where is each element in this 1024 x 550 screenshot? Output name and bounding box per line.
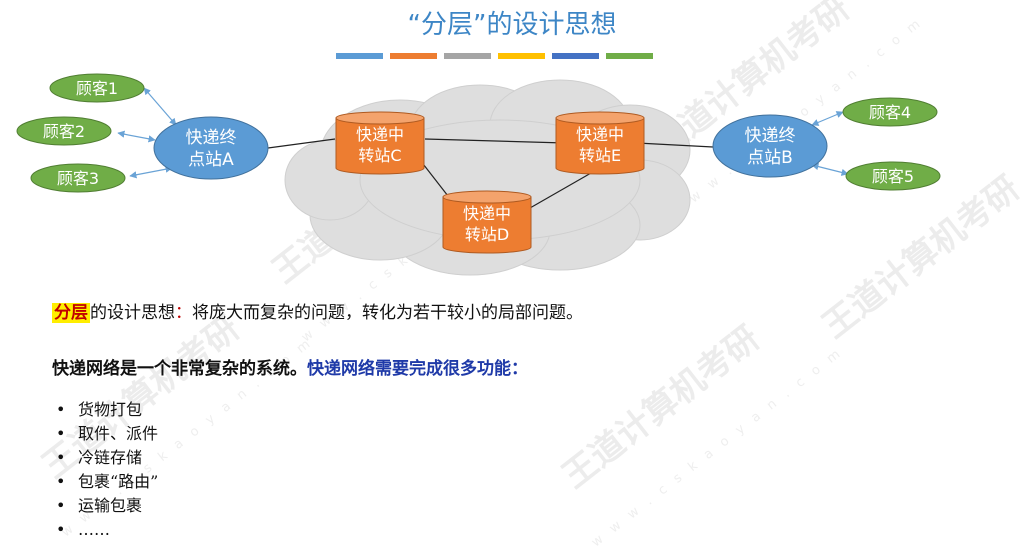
- customer-label: 顾客3: [57, 169, 99, 188]
- function-item: • 运输包裹: [56, 494, 158, 518]
- network-link: [424, 138, 566, 144]
- customer-node: 顾客1: [49, 73, 145, 103]
- customer-node: 顾客5: [845, 161, 941, 191]
- bullet-icon: •: [56, 496, 66, 515]
- endpoint-label: 点站B: [747, 148, 793, 168]
- customer-link-arrow: [117, 130, 156, 143]
- divider-segment: [390, 53, 437, 59]
- hub-label: 快递中: [463, 204, 511, 223]
- function-label: 包裹“路由”: [78, 472, 159, 491]
- function-item: • 冷链存储: [56, 446, 158, 470]
- slide-title: “分层”的设计思想: [407, 10, 617, 40]
- function-item: • 货物打包: [56, 398, 158, 422]
- customer-link-arrow: [811, 163, 849, 176]
- hub-label: 转站C: [358, 146, 401, 165]
- bullet-icon: •: [56, 520, 66, 539]
- network-complexity-line: 快递网络是一个非常复杂的系统。快递网络需要完成很多功能：: [52, 354, 528, 379]
- function-item: • ……: [56, 518, 158, 542]
- customer-node: 顾客2: [16, 116, 112, 146]
- bullet-icon: •: [56, 424, 66, 443]
- complexity-statement: 快递网络是一个非常复杂的系统。: [52, 359, 307, 379]
- bullet-icon: •: [56, 472, 66, 491]
- divider-segment: [552, 53, 599, 59]
- function-label: 运输包裹: [78, 496, 143, 515]
- function-label: 取件、派件: [78, 424, 159, 443]
- hub-label: 快递中: [576, 125, 624, 144]
- customer-label: 顾客2: [43, 122, 85, 141]
- layering-definition: 分层的设计思想：将庞大而复杂的问题，转化为若干较小的局部问题。: [52, 298, 583, 323]
- endpoint-label: 快递终: [745, 126, 796, 146]
- function-item: • 包裹“路由”: [56, 470, 158, 494]
- highlight-term: 分层: [52, 303, 90, 323]
- intro-text: 的设计思想: [90, 303, 175, 323]
- intro-rest: 将庞大而复杂的问题，转化为若干较小的局部问题。: [192, 303, 583, 323]
- endpoint-label: 快递终: [186, 128, 237, 148]
- customer-link-arrow: [143, 87, 177, 126]
- bullet-icon: •: [56, 448, 66, 467]
- customer-node: 顾客4: [842, 97, 938, 127]
- intro-colon: ：: [175, 303, 192, 323]
- customer-link-arrow: [811, 111, 844, 126]
- network-diagram: 顾客1顾客2顾客3顾客4顾客5快递终点站A快递终点站B快递中转站C快递中转站D快…: [16, 73, 941, 276]
- function-list: • 货物打包 • 取件、派件 • 冷链存储 • 包裹“路由” • 运输包裹 • ……: [56, 398, 158, 542]
- customer-node: 顾客3: [30, 163, 126, 193]
- customer-label: 顾客1: [76, 79, 118, 98]
- watermark-url: w w w . c s k a o y a n . c o m: [588, 344, 847, 550]
- divider-segment: [606, 53, 653, 59]
- divider-segment: [336, 53, 383, 59]
- hub-label: 转站E: [579, 146, 621, 165]
- function-label: ……: [78, 520, 110, 539]
- function-item: • 取件、派件: [56, 422, 158, 446]
- function-label: 货物打包: [78, 400, 143, 419]
- customer-label: 顾客5: [872, 167, 914, 186]
- customer-link-arrow: [129, 165, 173, 179]
- hub-label: 转站D: [465, 225, 509, 244]
- divider-segment: [444, 53, 491, 59]
- function-label: 冷链存储: [78, 448, 143, 467]
- network-link: [636, 142, 714, 148]
- network-link: [267, 138, 336, 149]
- divider-segment: [498, 53, 545, 59]
- watermark-text: 王道计算机考研: [555, 318, 768, 497]
- hub-label: 快递中: [356, 125, 404, 144]
- endpoint-label: 点站A: [188, 150, 234, 170]
- functions-heading: 快递网络需要完成很多功能：: [307, 359, 528, 379]
- bullet-icon: •: [56, 400, 66, 419]
- customer-label: 顾客4: [869, 103, 911, 122]
